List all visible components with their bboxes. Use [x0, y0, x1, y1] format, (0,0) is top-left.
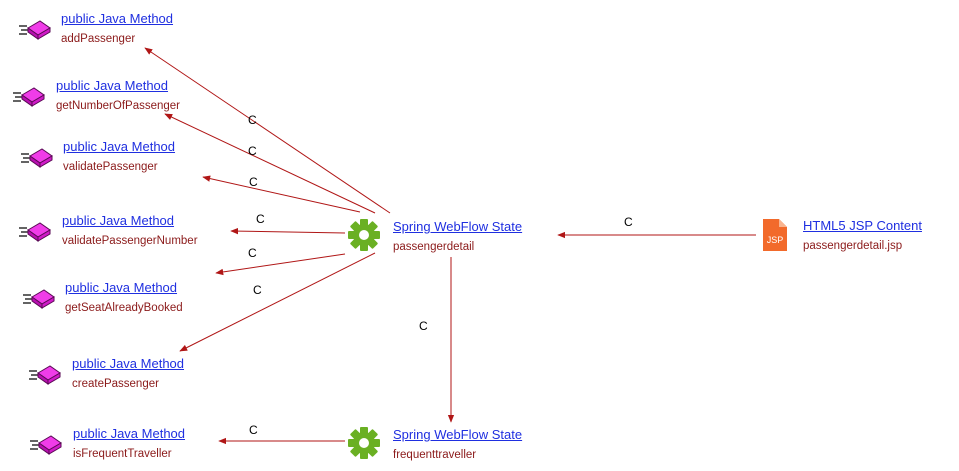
- method-name: getNumberOfPassenger: [56, 100, 181, 112]
- gear-icon: [348, 427, 380, 459]
- method-type-link[interactable]: public Java Method: [73, 426, 186, 441]
- jsp-badge-text: JSP: [767, 235, 784, 245]
- edge-to-validate-passenger: [202, 175, 361, 213]
- state-name: frequenttraveller: [393, 449, 477, 461]
- edge-label: C: [253, 283, 262, 297]
- state-type-link[interactable]: Spring WebFlow State: [393, 427, 523, 442]
- jsp-type-link[interactable]: HTML5 JSP Content: [803, 218, 922, 233]
- edge-to-create-passenger: [179, 252, 376, 352]
- edge-label: C: [624, 215, 633, 229]
- java-method-icon: [12, 87, 45, 107]
- method-type-link[interactable]: public Java Method: [56, 78, 169, 93]
- method-type-link[interactable]: public Java Method: [63, 139, 176, 154]
- java-method-icon: [20, 148, 53, 168]
- edges-group: C C C C C C C C C: [144, 47, 756, 445]
- java-method-icon: [22, 289, 55, 309]
- edge-to-get-number-of-passenger: [164, 113, 376, 214]
- gear-icon: [348, 219, 380, 251]
- method-name: validatePassengerNumber: [62, 235, 198, 247]
- method-type-link[interactable]: public Java Method: [72, 356, 185, 371]
- edge-label: C: [248, 246, 257, 260]
- method-name: addPassenger: [61, 33, 136, 45]
- jsp-name: passengerdetail.jsp: [803, 240, 903, 252]
- edge-to-add-passenger: [144, 47, 391, 214]
- edge-label: C: [249, 423, 258, 437]
- edge-to-get-seat-already-booked: [215, 253, 346, 276]
- java-method-icon: [29, 435, 62, 455]
- method-type-link[interactable]: public Java Method: [65, 280, 178, 295]
- method-name: isFrequentTraveller: [73, 448, 172, 460]
- java-method-icon: [28, 365, 61, 385]
- method-type-link[interactable]: public Java Method: [62, 213, 175, 228]
- edge-label: C: [249, 175, 258, 189]
- edge-label: C: [256, 212, 265, 226]
- edge-to-validate-passenger-number: [230, 227, 346, 235]
- edge-label: C: [419, 319, 428, 333]
- method-name: createPassenger: [72, 378, 159, 390]
- java-method-icon: [18, 20, 51, 40]
- state-type-link[interactable]: Spring WebFlow State: [393, 219, 523, 234]
- state-name: passengerdetail: [393, 241, 475, 253]
- method-name: getSeatAlreadyBooked: [65, 302, 183, 314]
- jsp-file-icon: JSP: [763, 219, 787, 251]
- edge-label: C: [248, 144, 257, 158]
- edge-label: C: [248, 113, 257, 127]
- method-type-link[interactable]: public Java Method: [61, 11, 174, 26]
- java-method-icon: [18, 222, 51, 242]
- method-name: validatePassenger: [63, 161, 158, 173]
